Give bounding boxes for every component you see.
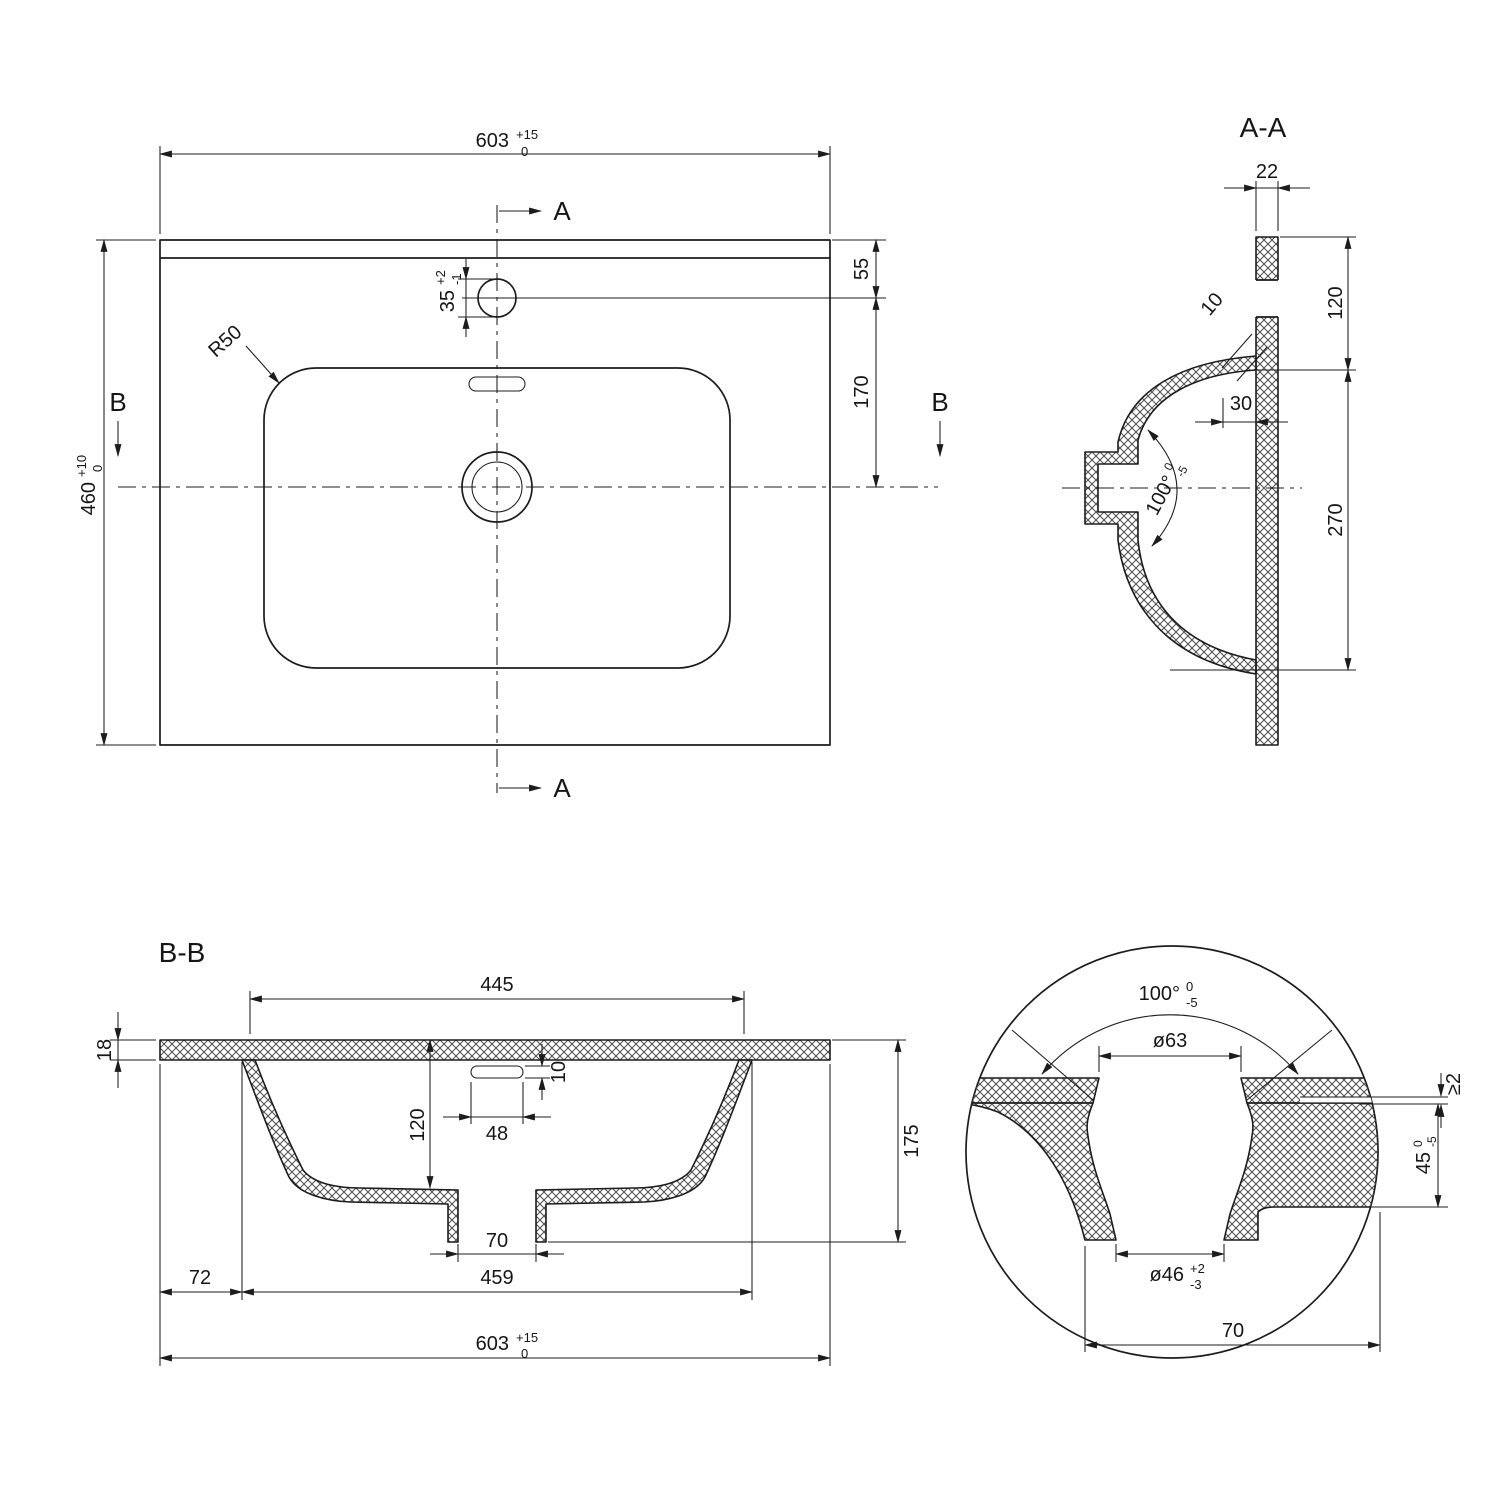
bb-overflow-slot (470, 1065, 524, 1079)
plan-outline (118, 205, 938, 793)
plan-dim-width: 603 +15 0 (158, 127, 832, 234)
aa-dim-rim: 30 (1195, 393, 1288, 428)
plan-dim-tap-hole-lower: -1 (449, 273, 464, 285)
bb-dim-bowl-top-value: 445 (480, 974, 513, 996)
plan-radius-callout: R50 (204, 321, 280, 384)
detail-dim-boss-width-value: 70 (1222, 1320, 1244, 1342)
bb-dim-width-upper: +15 (516, 1330, 538, 1345)
detail-dim-angle: 100° 0 -5 (1041, 979, 1299, 1075)
bb-dim-height: 175 (548, 1038, 923, 1244)
detail-dim-hole-dia: ø46 +2 -3 (1114, 1244, 1226, 1292)
section-a-label-bottom: A (553, 773, 571, 803)
detail-dim-boss-height-upper: 0 (1411, 1140, 1425, 1147)
bb-dim-height-value: 175 (901, 1124, 923, 1157)
plan-dim-width-upper: +15 (516, 127, 538, 142)
detail-dim-angle-upper: 0 (1186, 979, 1193, 994)
detail-dim-angle-value: 100° (1139, 983, 1180, 1005)
detail-dim-top-dia-value: ø63 (1153, 1030, 1187, 1052)
detail-dim-boss-height-value: 45 (1413, 1152, 1435, 1174)
bb-dim-bowl-depth: 120 (407, 1038, 434, 1190)
detail-geometry (966, 1029, 1378, 1241)
detail-dim-min-thk-value: ≥2 (1443, 1073, 1465, 1095)
bb-dim-slot-width-value: 48 (486, 1123, 508, 1145)
detail-dim-hole-dia-upper: +2 (1190, 1261, 1205, 1276)
detail-dim-angle-lower: -5 (1186, 995, 1198, 1010)
aa-dim-deck: 22 (1224, 161, 1310, 231)
bb-dim-slot-height: 10 (525, 1044, 570, 1100)
detail-dim-boss-height-lower: -5 (1425, 1136, 1439, 1147)
aa-dim-rim-value: 30 (1230, 393, 1252, 415)
section-b-label-right: B (931, 387, 948, 417)
plan-dim-width-value: 603 (476, 130, 509, 152)
bb-dim-width-value: 603 (476, 1333, 509, 1355)
plan-dim-width-lower: 0 (521, 144, 528, 159)
bb-dim-offsets: 72 459 (158, 1062, 754, 1366)
detail-dim-hole-dia-value: ø46 (1150, 1264, 1184, 1286)
plan-dim-tap-to-drain-value: 170 (851, 375, 873, 408)
aa-dim-deck-value: 22 (1256, 161, 1278, 183)
aa-dim-to-bowl-value: 120 (1325, 286, 1347, 319)
aa-dim-angle-value: 100° (1142, 472, 1181, 519)
bb-dim-bowl-top: 445 (248, 974, 746, 1034)
section-bb-title: B-B (159, 937, 206, 968)
bb-dim-slot-height-value: 10 (548, 1061, 570, 1083)
section-aa-geometry (1062, 236, 1302, 746)
plan-dim-tap-hole: 35 +2 -1 (433, 259, 493, 337)
detail-dim-boss-height: 45 0 -5 (1282, 1102, 1448, 1209)
aa-dim-bowl-span-value: 270 (1325, 503, 1347, 536)
section-bb-view: B-B 445 18 1 (94, 937, 923, 1366)
section-a-markers: A A (499, 196, 571, 803)
plan-dim-tap-to-drain: 170 (851, 296, 880, 489)
plan-dim-tap-hole-value: 35 (437, 290, 459, 312)
plan-dim-depth: 460 +10 0 (74, 238, 156, 747)
bb-dim-bowl-bottom-value: 459 (480, 1267, 513, 1289)
section-a-label-top: A (553, 196, 571, 226)
section-aa-title: A-A (1240, 112, 1287, 143)
bb-dim-width: 603 +15 0 (158, 1064, 832, 1366)
section-b-label-left: B (109, 387, 126, 417)
section-b-markers: B B (109, 387, 949, 458)
section-bb-geometry (159, 1039, 831, 1243)
aa-dim-to-bowl: 120 (1256, 235, 1356, 372)
bb-dim-bowl-depth-value: 120 (407, 1108, 429, 1141)
bb-dim-drain-value: 70 (486, 1230, 508, 1252)
plan-dim-tap-offset-value: 55 (851, 258, 873, 280)
bb-dim-edge-value: 72 (189, 1267, 211, 1289)
detail-view: 100° 0 -5 ø63 ≥2 45 0 (965, 945, 1465, 1359)
detail-dim-boss-width: 70 (1083, 1212, 1382, 1352)
bb-dim-deck-value: 18 (94, 1039, 116, 1061)
plan-view: A A B B 603 +15 0 460 +10 0 (74, 127, 949, 803)
plan-dim-depth-value: 460 (78, 482, 100, 515)
plan-dim-tap-hole-upper: +2 (433, 270, 448, 285)
plan-dim-depth-upper: +10 (74, 455, 89, 477)
bb-dim-width-lower: 0 (521, 1346, 528, 1361)
bb-dim-deck: 18 (94, 1012, 156, 1088)
detail-dim-hole-dia-lower: -3 (1190, 1277, 1202, 1292)
plan-radius-label: R50 (204, 321, 246, 362)
aa-dim-bowl-span: 270 (1170, 368, 1356, 672)
section-aa-view: A-A 22 10 (1062, 112, 1356, 746)
aa-dim-wall-value: 10 (1197, 289, 1228, 320)
detail-dim-top-dia: ø63 (1097, 1030, 1243, 1072)
plan-dim-tap-offset: 55 (832, 238, 886, 300)
plan-dim-depth-lower: 0 (90, 465, 105, 472)
bb-dim-drain: 70 (430, 1230, 564, 1262)
bb-dim-slot-width: 48 (443, 1082, 551, 1145)
